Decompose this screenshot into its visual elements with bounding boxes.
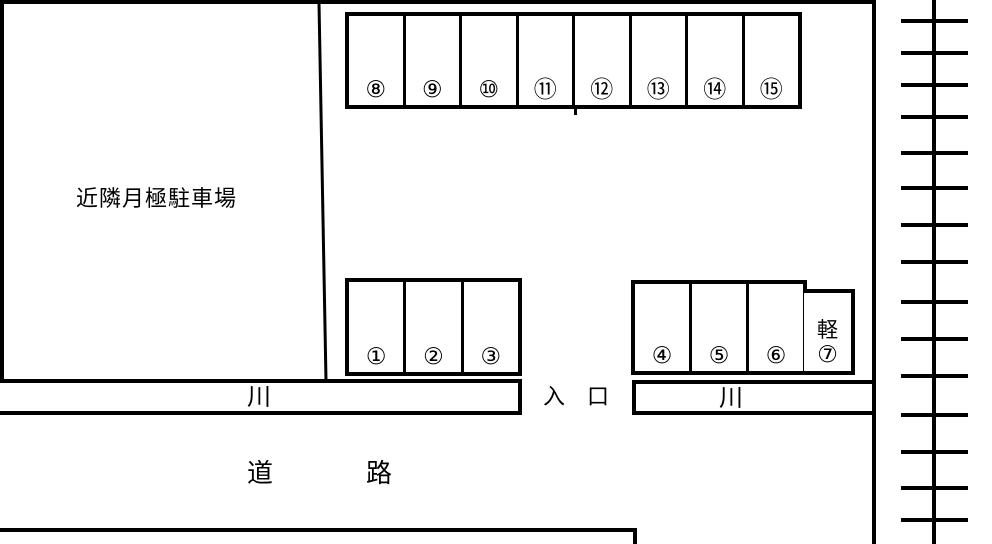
- parking-space-⑪: ⑪: [515, 16, 573, 105]
- parking-space-⑤: ⑤: [689, 284, 746, 371]
- railway-tie: [901, 223, 968, 227]
- parking-space-label: ⑩: [478, 77, 500, 103]
- parking-space-label: ⑤: [708, 343, 730, 369]
- parking-row-top: ⑧ ⑨ ⑩ ⑪ ⑫ ⑬ ⑭ ⑮: [345, 12, 802, 109]
- railway-rail: [932, 0, 936, 544]
- parking-space-⑥: ⑥: [746, 284, 803, 371]
- railway-tie: [901, 374, 968, 378]
- bottom-boundary-line: [0, 528, 637, 532]
- kei-label: 軽: [817, 317, 838, 342]
- railway-tie: [901, 115, 968, 119]
- parking-space-①: ①: [349, 282, 403, 372]
- entrance-label: 入 口: [543, 387, 609, 409]
- outer-left-border: [0, 0, 4, 381]
- railway-tie: [901, 337, 968, 341]
- parking-space-label: ①: [365, 344, 387, 370]
- neighbor-lot-label: 近隣月極駐車場: [76, 187, 238, 212]
- river-label-right: 川: [719, 383, 743, 412]
- parking-space-⑧: ⑧: [349, 16, 403, 105]
- railway-tie: [901, 260, 968, 264]
- parking-space-⑬: ⑬: [628, 16, 686, 105]
- railway-tie: [901, 486, 968, 490]
- parking-space-⑭: ⑭: [685, 16, 742, 105]
- railway-tie: [901, 413, 968, 417]
- parking-space-label: ⑪: [533, 77, 557, 103]
- river-strip-left: 川: [0, 379, 522, 415]
- parking-space-⑫: ⑫: [572, 16, 629, 105]
- parking-space-⑮: ⑮: [741, 16, 799, 105]
- river-strip-right: 川: [632, 380, 872, 415]
- railway-tie: [901, 19, 968, 23]
- parking-space-②: ②: [403, 282, 460, 372]
- outer-top-border: [0, 0, 876, 4]
- kei-parking-space: 軽 ⑦: [804, 289, 855, 375]
- entrance-char-left: 入: [543, 385, 566, 410]
- railway-tie: [901, 186, 968, 190]
- parking-space-label: ⑬: [646, 77, 670, 103]
- parking-space-label: ⑨: [421, 77, 443, 103]
- parking-row-middle-left: ① ② ③: [345, 278, 522, 376]
- parking-space-label: ⑥: [765, 343, 787, 369]
- parking-space-label: ⑧: [365, 77, 387, 103]
- railway-tie: [901, 51, 968, 55]
- railway-tie: [901, 300, 968, 304]
- road-label-left: 道: [247, 459, 274, 489]
- railway-tie: [901, 151, 968, 155]
- parking-space-③: ③: [460, 282, 518, 372]
- parking-space-label-7: ⑦: [817, 341, 838, 368]
- parking-space-⑩: ⑩: [459, 16, 516, 105]
- railway-tie: [901, 450, 968, 454]
- parking-space-label: ②: [423, 344, 444, 370]
- entrance-char-right: 口: [586, 385, 609, 410]
- river-label-left: 川: [247, 383, 271, 411]
- parking-space-label: ⑭: [703, 77, 727, 103]
- road-label-right: 路: [366, 459, 393, 489]
- parking-row-middle-right: ④ ⑤ ⑥: [631, 280, 807, 375]
- parking-space-⑨: ⑨: [402, 16, 460, 105]
- parking-space-label: ④: [651, 343, 673, 369]
- railway-tie: [901, 518, 968, 522]
- parking-space-label: ⑮: [759, 77, 783, 103]
- row-divider-tick: [574, 106, 577, 115]
- parking-space-④: ④: [635, 284, 689, 371]
- outer-right-border: [872, 0, 876, 544]
- railway-tie: [901, 83, 968, 87]
- parking-space-label: ⑫: [590, 77, 614, 103]
- bottom-boundary-corner: [633, 528, 637, 544]
- parking-space-label: ③: [480, 344, 502, 370]
